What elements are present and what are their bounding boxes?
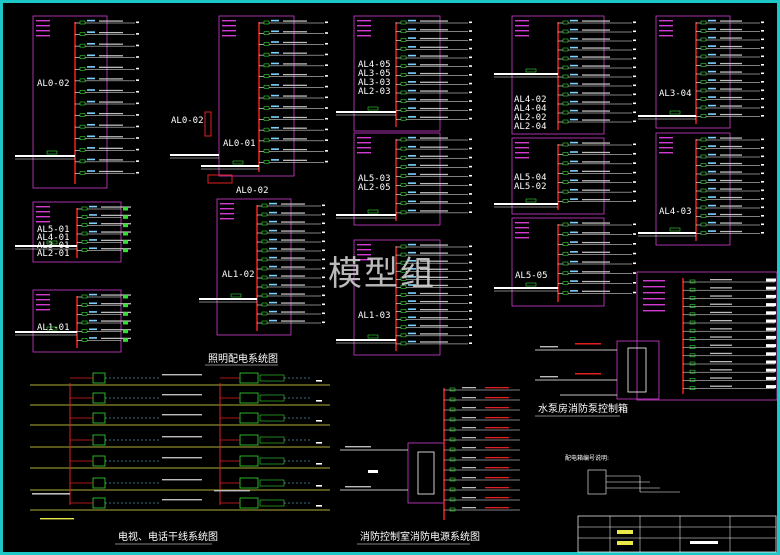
label-al4-right-1: AL4-04 xyxy=(514,104,547,114)
label-al5-stack-0: AL5-01 xyxy=(37,225,70,235)
board-al4-02 xyxy=(494,15,636,135)
board-al4-05 xyxy=(336,15,472,132)
board-al1-02 xyxy=(199,198,325,336)
label-al1-03: AL1-03 xyxy=(358,311,391,321)
label-al1-01: AL1-01 xyxy=(37,323,70,333)
board-al0-01 xyxy=(201,15,328,177)
title-block xyxy=(577,515,777,553)
label-al5-stack-3: AL2-01 xyxy=(37,249,70,259)
board-al5-05 xyxy=(494,217,636,307)
board-al1-01 xyxy=(15,289,131,353)
title-tv-phone: 电视、电话干线系统图 xyxy=(118,530,218,543)
label-al5-right-1: AL5-02 xyxy=(514,182,547,192)
board-al0-02 xyxy=(15,15,139,189)
label-al4-mid-2: AL3-03 xyxy=(358,78,391,88)
label-al5-stack-2: AL3-01 xyxy=(37,241,70,251)
watermark-text: 模型组 xyxy=(328,254,436,294)
labels-layer: AL0-02AL0-01AL0-02AL0-02AL5-01AL4-01AL3-… xyxy=(37,60,692,333)
panel-legend-label: 配电箱编号说明: xyxy=(565,454,609,462)
board-al1-03 xyxy=(336,239,472,356)
label-al5-stack-1: AL4-01 xyxy=(37,233,70,243)
panel-legend-diagram xyxy=(587,469,680,495)
label-al0-02-left: AL0-02 xyxy=(171,116,204,126)
label-al0-01: AL0-01 xyxy=(223,139,256,149)
label-al1-02: AL1-02 xyxy=(222,270,255,280)
title-fire-power: 消防控制室消防电源系统图 xyxy=(360,530,480,543)
label-al5-mid-0: AL5-03 xyxy=(358,174,391,184)
board-pump-control xyxy=(636,271,778,401)
tv-phone-trunk-diagram xyxy=(30,372,330,520)
panels-layer xyxy=(15,15,778,520)
board-al3-04 xyxy=(638,15,764,129)
fire-pump-controller xyxy=(535,340,660,400)
label-al4-mid-0: AL4-05 xyxy=(358,60,391,70)
board-al4-03 xyxy=(638,132,764,246)
title-lighting-system: 照明配电系统图 xyxy=(208,352,278,365)
label-al0-02-bottom: AL0-02 xyxy=(236,186,269,196)
label-al4-right-3: AL2-04 xyxy=(514,122,547,132)
title-pump-control: 水泵房消防泵控制箱 xyxy=(538,402,628,415)
label-al4-03: AL4-03 xyxy=(659,207,692,217)
label-al4-mid-1: AL3-05 xyxy=(358,69,391,79)
board-al5-03 xyxy=(336,132,472,226)
board-al5-01 xyxy=(15,201,131,263)
label-al0-02: AL0-02 xyxy=(37,79,70,89)
label-al4-right-0: AL4-02 xyxy=(514,95,547,105)
label-al3-04: AL3-04 xyxy=(659,89,692,99)
label-al5-05: AL5-05 xyxy=(515,271,548,281)
label-al5-mid-1: AL2-05 xyxy=(358,183,391,193)
label-al4-right-2: AL2-02 xyxy=(514,113,547,123)
label-al4-mid-3: AL2-03 xyxy=(358,87,391,97)
label-al5-right-0: AL5-04 xyxy=(514,173,547,183)
fire-power-diagram xyxy=(340,387,520,520)
board-al5-04 xyxy=(494,137,636,215)
